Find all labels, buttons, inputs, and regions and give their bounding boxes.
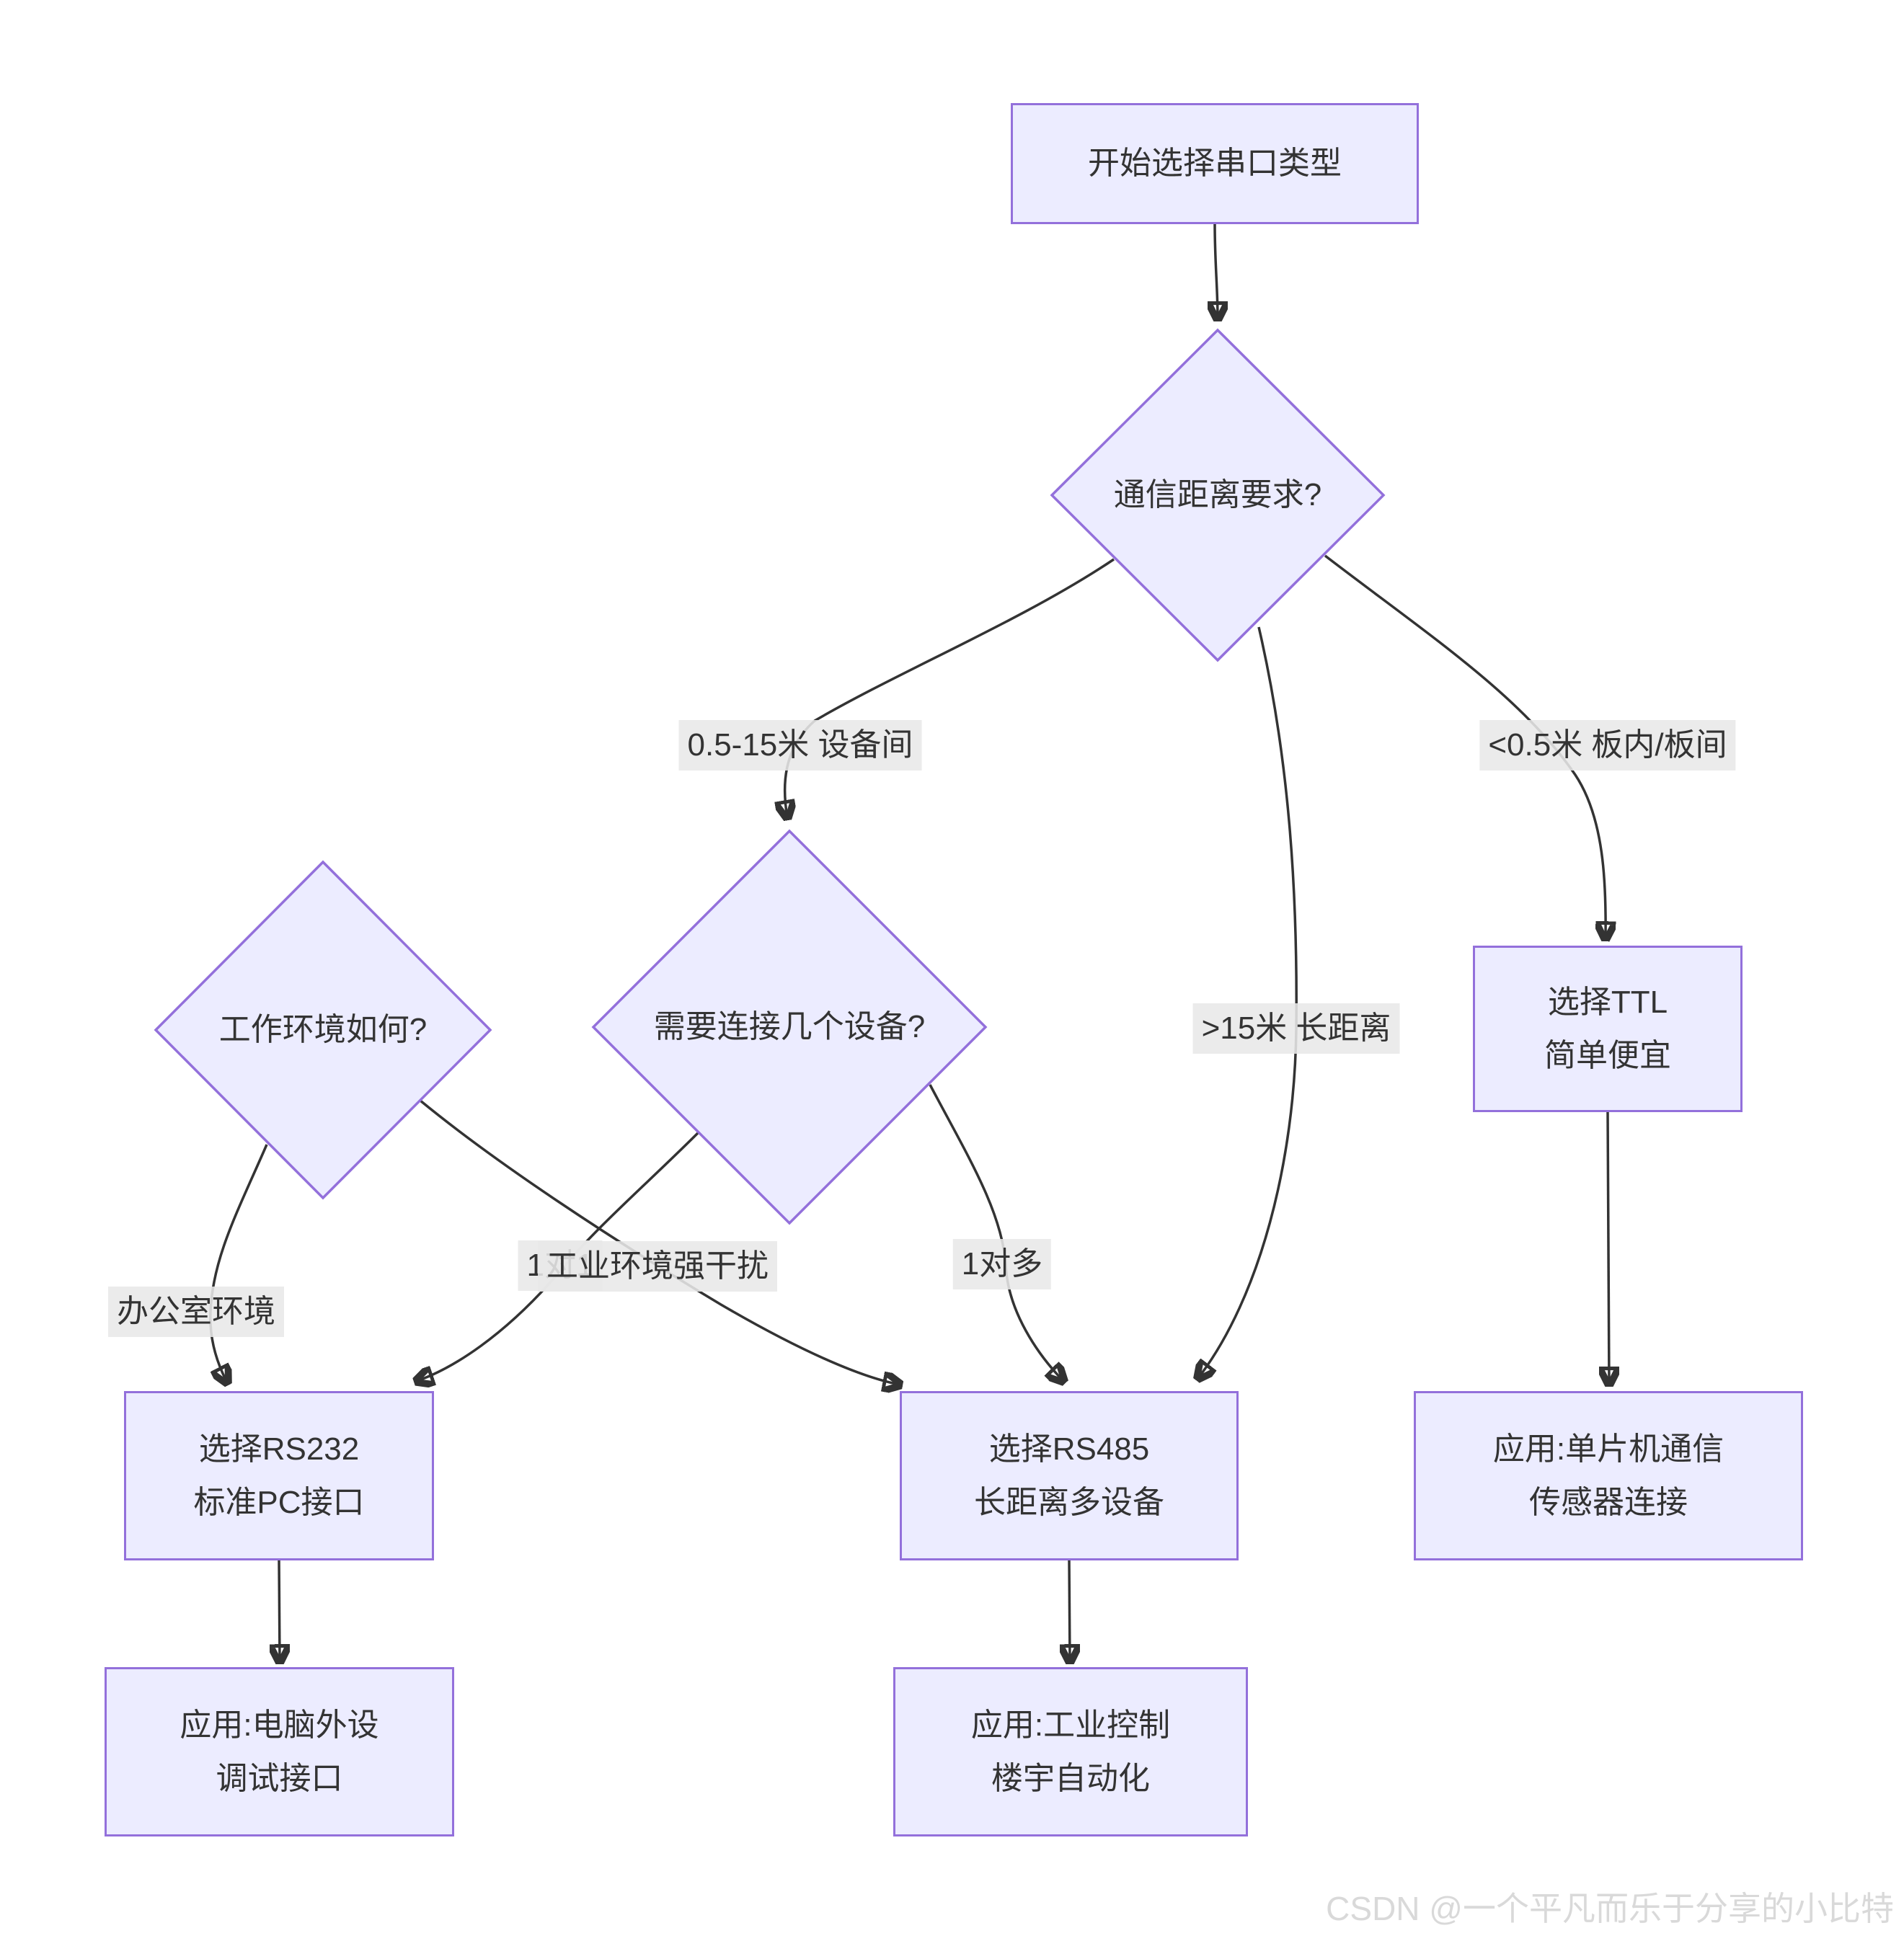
csdn-watermark: CSDN @一个平凡而乐于分享的小比特: [1326, 1890, 1894, 1927]
node-rs232: 选择RS232 标准PC接口: [124, 1391, 434, 1560]
node-rs485-line1: 选择RS485: [988, 1431, 1150, 1467]
node-ttl: 选择TTL 简单便宜: [1473, 946, 1743, 1112]
node-rs485-line2: 长距离多设备: [974, 1484, 1164, 1520]
edge-ttl-to-app: [1608, 1111, 1609, 1384]
edge-label-industrial: 工业环境强干扰: [538, 1241, 777, 1292]
node-start-label: 开始选择串口类型: [1088, 146, 1342, 181]
node-rs485: 选择RS485 长距离多设备: [900, 1391, 1239, 1560]
node-rs232-application: 应用:电脑外设 调试接口: [105, 1667, 454, 1836]
node-rs485-app-line1: 应用:工业控制: [970, 1707, 1171, 1743]
edge-label-short-distance: <0.5米 板内/板间: [1479, 720, 1736, 770]
edge-label-long-distance: >15米 长距离: [1192, 1003, 1400, 1054]
edge-label-mid-distance: 0.5-15米 设备间: [678, 720, 922, 770]
node-rs232-line1: 选择RS232: [198, 1431, 360, 1467]
node-ttl-app-line1: 应用:单片机通信: [1492, 1431, 1724, 1467]
edge-rs485-to-app: [1069, 1560, 1070, 1661]
node-ttl-line2: 简单便宜: [1544, 1037, 1671, 1073]
diamond-shape: [591, 829, 988, 1225]
diamond-shape: [154, 860, 492, 1200]
node-ttl-application: 应用:单片机通信 传感器连接: [1414, 1391, 1803, 1560]
edge-distance-to-rs485: [1198, 626, 1298, 1378]
node-rs485-application: 应用:工业控制 楼宇自动化: [893, 1667, 1248, 1836]
node-rs232-app-line2: 调试接口: [216, 1760, 343, 1796]
node-environment-decision: 工作环境如何?: [154, 860, 492, 1200]
node-environment-label: 工作环境如何?: [218, 1012, 428, 1047]
node-device-count-decision: 需要连接几个设备?: [591, 829, 988, 1225]
diamond-shape: [1050, 328, 1386, 662]
node-rs232-app-line1: 应用:电脑外设: [180, 1707, 379, 1743]
node-rs485-app-line2: 楼宇自动化: [991, 1760, 1150, 1796]
node-distance-decision: 通信距离要求?: [1050, 328, 1386, 662]
edge-distance-to-device-count: [785, 558, 1115, 817]
node-ttl-line1: 选择TTL: [1547, 984, 1668, 1020]
edge-rs232-to-app: [279, 1560, 280, 1661]
node-start: 开始选择串口类型: [1011, 103, 1419, 224]
node-distance-label: 通信距离要求?: [1113, 477, 1322, 512]
edge-label-one-to-many: 1对多: [952, 1239, 1052, 1289]
node-ttl-app-line2: 传感器连接: [1529, 1484, 1688, 1520]
edge-start-to-distance: [1215, 223, 1218, 319]
edge-label-office: 办公室环境: [108, 1287, 284, 1337]
node-rs232-line2: 标准PC接口: [193, 1484, 365, 1520]
node-device-count-label: 需要连接几个设备?: [653, 1009, 926, 1044]
